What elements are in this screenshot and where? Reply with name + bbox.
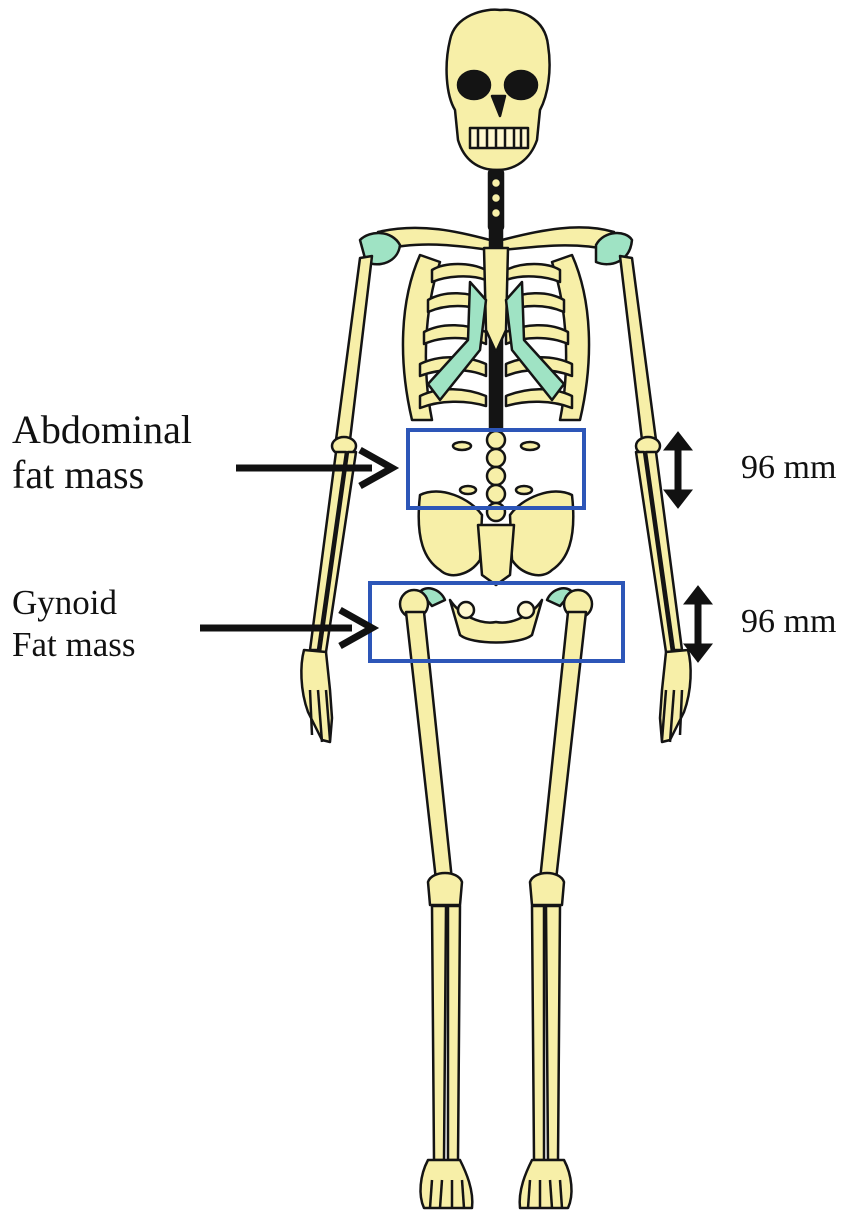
gynoid-fat-mass-label: Gynoid Fat mass [12,582,135,666]
right-arrow-icon [236,450,392,486]
abdominal-fat-mass-label: Abdominal fat mass [12,408,192,498]
gynoid-label-line-2: Fat mass [12,624,135,666]
skull [447,10,550,170]
double-vertical-arrow-icon [664,432,692,508]
right-leg [520,590,592,1208]
abdominal-label-line-1: Abdominal [12,408,192,453]
left-arm [301,256,372,742]
gynoid-measurement-label: 96 mm [741,603,836,641]
left-leg [400,590,472,1208]
right-arrow-icon [200,610,372,646]
abdominal-label-line-2: fat mass [12,453,192,498]
abdominal-measurement-label: 96 mm [741,449,836,487]
gynoid-label-line-1: Gynoid [12,582,135,624]
